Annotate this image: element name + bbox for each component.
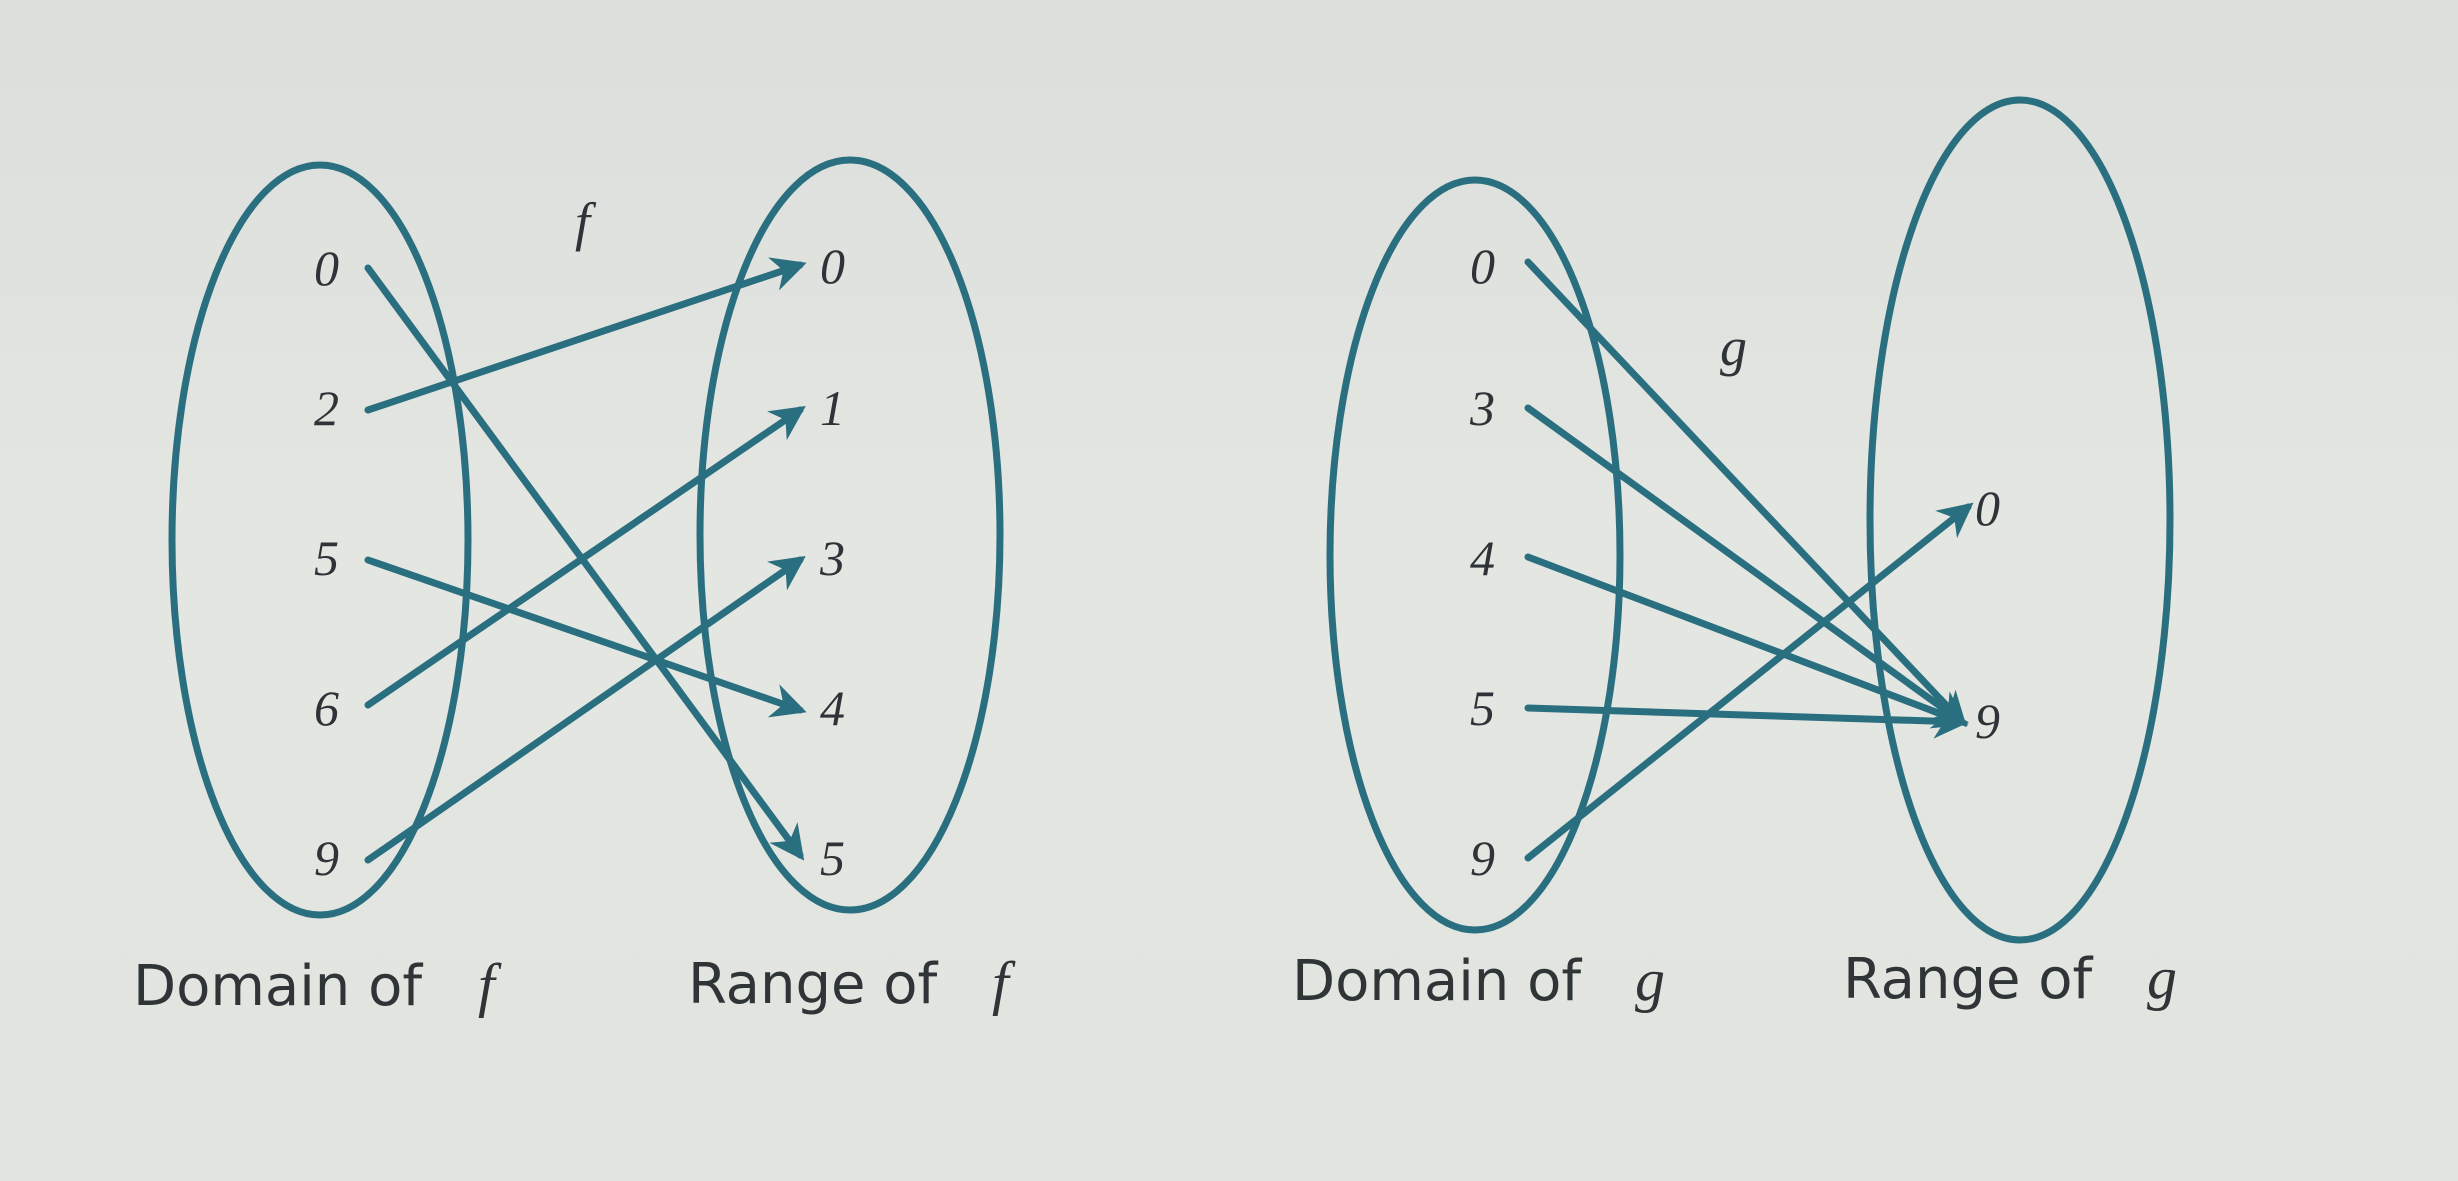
domain-g-caption: Domain of	[1292, 949, 1582, 1014]
domain-g-caption-var: g	[1635, 947, 1665, 1013]
function-label-g: g	[1720, 317, 1747, 377]
domain-f-caption: Domain of	[133, 954, 423, 1019]
arrow-f-9-to-3	[364, 556, 806, 864]
domain-g-value: 0	[1470, 238, 1495, 294]
arrow-g-9-to-0	[1524, 502, 1974, 862]
domain-f-value: 6	[314, 680, 339, 736]
domain-f-oval	[168, 161, 472, 919]
arrow-f-6-to-1	[364, 406, 806, 709]
range-f-value: 4	[820, 680, 845, 736]
diagram-f: f 0 2 5 6 9 0 1 3 4 5 Domain of f Range …	[133, 156, 1016, 1019]
range-g-value: 9	[1975, 693, 2000, 749]
domain-f-value: 5	[314, 530, 339, 586]
domain-g-value: 5	[1470, 680, 1495, 736]
range-f-oval	[696, 156, 1004, 914]
function-label-f: f	[575, 192, 597, 252]
range-f-value: 0	[820, 238, 845, 294]
arrow-g-3-to-9	[1524, 404, 1968, 727]
diagram-g: g 0 3 4 5 9 0 9 Domain of g Range of g	[1292, 96, 2177, 1014]
domain-g-value: 4	[1470, 530, 1495, 586]
arrow-f-2-to-0	[364, 257, 807, 414]
range-f-value: 3	[819, 530, 845, 586]
range-g-caption: Range of	[1843, 947, 2094, 1012]
range-f-value: 5	[820, 830, 845, 886]
domain-f-caption-var: f	[478, 952, 502, 1018]
range-g-value: 0	[1975, 480, 2000, 536]
range-g-caption-var: g	[2147, 945, 2177, 1011]
range-g-oval	[1866, 96, 2174, 944]
arrow-g-5-to-9	[1524, 703, 1969, 739]
domain-g-value: 3	[1469, 380, 1495, 436]
arrow-f-5-to-4	[364, 556, 807, 718]
range-f-caption-var: f	[992, 950, 1016, 1016]
domain-f-value: 0	[314, 240, 339, 296]
domain-g-oval	[1326, 176, 1624, 934]
range-f-value: 1	[820, 380, 845, 436]
domain-f-value: 2	[314, 380, 339, 436]
range-f-caption: Range of	[688, 952, 939, 1017]
arrow-g-0-to-9	[1524, 258, 1967, 728]
domain-g-value: 9	[1470, 830, 1495, 886]
domain-f-value: 9	[314, 830, 339, 886]
arrow-g-4-to-9	[1524, 553, 1969, 729]
